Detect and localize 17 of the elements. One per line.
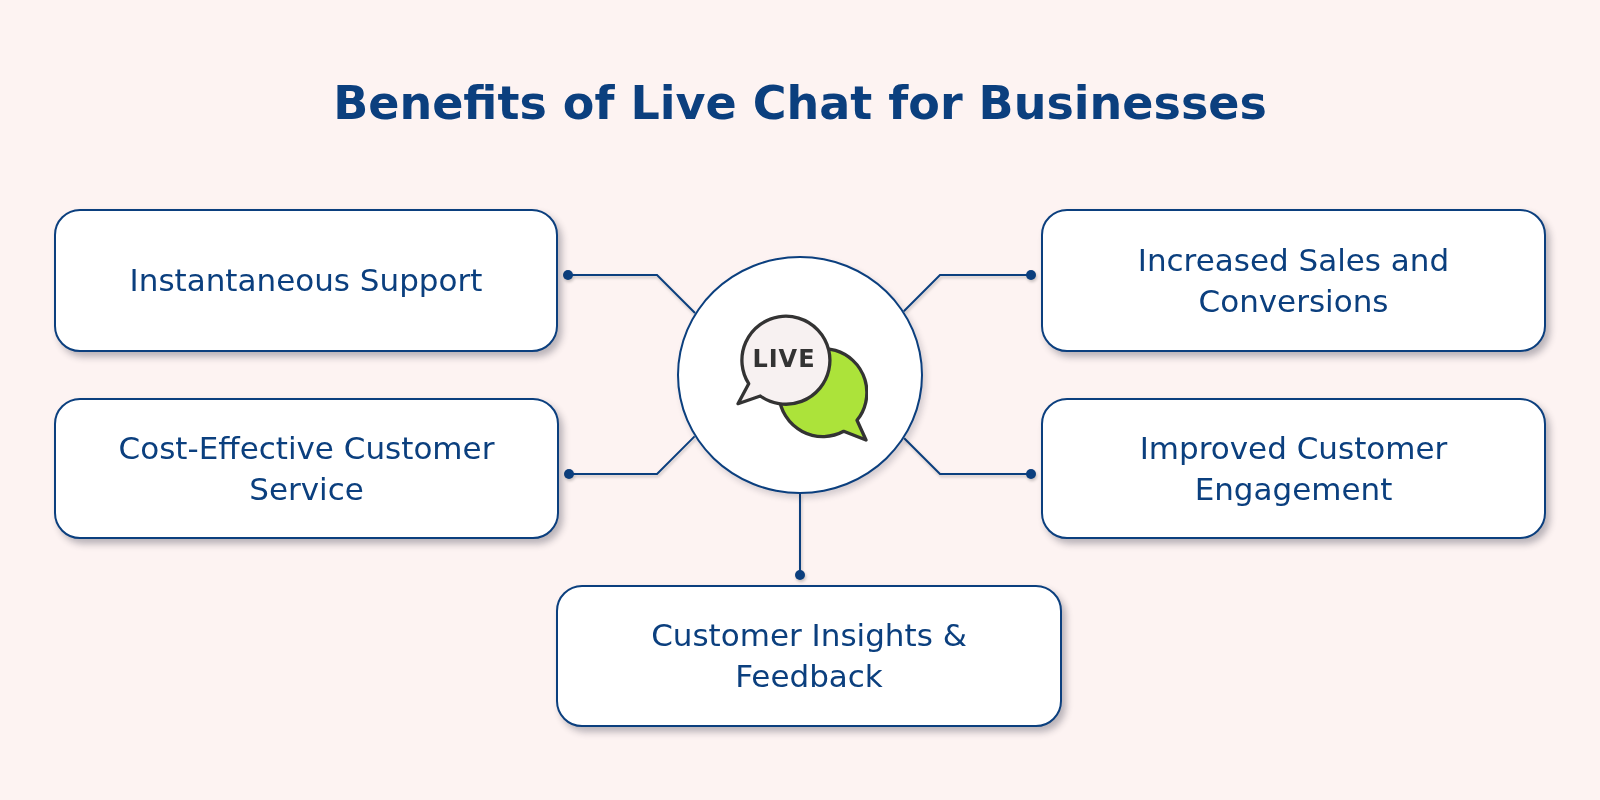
benefit-box	[1041, 209, 1546, 352]
connector	[563, 270, 696, 314]
connector	[902, 270, 1036, 313]
connector	[903, 437, 1036, 479]
benefit-text: Increased Sales and Conversions	[1136, 240, 1451, 321]
connector	[795, 493, 805, 580]
benefit-text: Instantaneous Support	[129, 261, 483, 301]
benefit-text: Improved Customer Engagement	[1138, 428, 1449, 509]
benefit-text: Customer Insights & Feedback	[650, 616, 968, 696]
benefit-box	[54, 209, 558, 352]
benefit-box	[1041, 398, 1546, 539]
title: Benefits of Live Chat for Businesses	[333, 76, 1267, 132]
bubble-text: LIVE	[752, 347, 816, 371]
connector	[564, 435, 696, 479]
benefit-box	[556, 585, 1062, 727]
benefit-text: Cost-Effective Customer Service	[117, 428, 496, 509]
benefit-box	[54, 398, 559, 539]
